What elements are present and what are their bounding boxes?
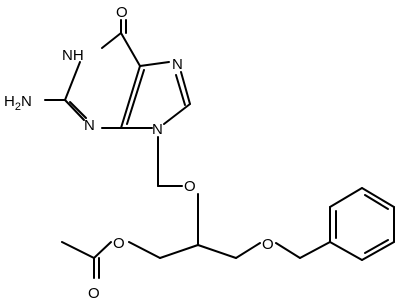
bond-ch2-ester-o (128, 241, 161, 259)
bond-ester-o-c (93, 241, 112, 259)
benzene-bond-3 (361, 187, 395, 208)
bond-n1-c2 (64, 61, 81, 101)
benzene-bond-5 (361, 241, 395, 261)
bond-c4-c5-double (126, 69, 145, 125)
atom-label-oxo: O (116, 4, 128, 21)
benzene-bond-2 (329, 187, 363, 208)
bond-c2-n3 (64, 99, 85, 121)
bond-ch-ch2-right (197, 244, 237, 259)
bond-c6-c5 (120, 32, 141, 67)
atom-label-ether-o2: O (262, 236, 274, 253)
atom-label-amino: H2N (4, 93, 32, 113)
bond-c4-c5 (120, 65, 141, 129)
benzene-bond-6 (329, 241, 363, 261)
bond-ch-ch2-left (159, 244, 199, 259)
bond-c5-n7 (139, 61, 170, 67)
atom-label-n7: N (172, 56, 183, 73)
bond-n7-c8-double (175, 74, 186, 106)
bond-ch2-o2 (235, 242, 261, 259)
atom-label-nh: NH (62, 47, 84, 64)
bond-c-ch3 (61, 241, 95, 259)
benzene-double-3 (364, 239, 389, 254)
bond-o2-ch2 (275, 242, 301, 259)
atom-label-ester-o: O (113, 235, 125, 252)
bond-c2-n3-double (69, 101, 87, 119)
bond-c6-n1 (101, 32, 122, 49)
bond-c8-n9 (163, 103, 191, 125)
atom-label-n9: N (152, 121, 163, 138)
bond-ch2-phenyl (299, 241, 331, 259)
atom-label-n3: N (84, 117, 95, 134)
benzene-double-2 (364, 194, 389, 210)
atom-label-ether-o1: O (184, 178, 196, 195)
atom-label-carbonyl-o: O (88, 285, 100, 302)
bond-n7-c8 (180, 71, 191, 105)
